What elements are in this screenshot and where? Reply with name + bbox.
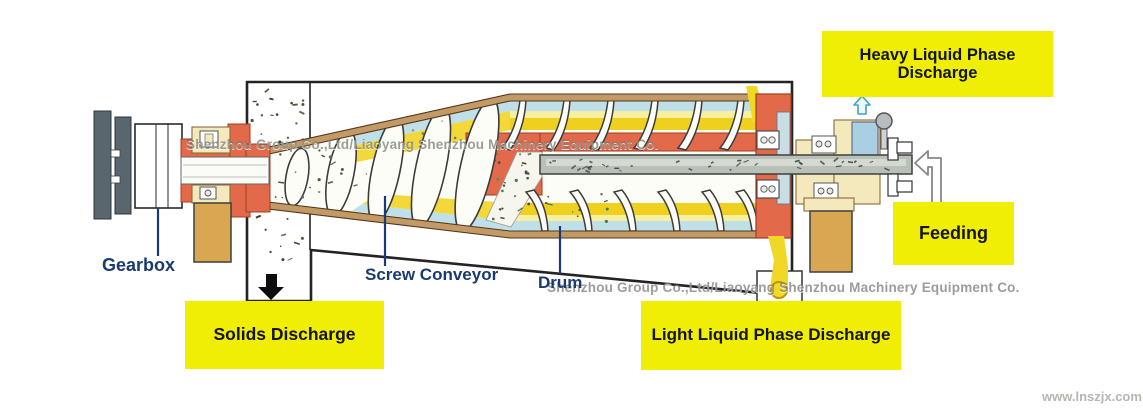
watermark-company-lower: Shenzhou Group Co.,Ltd/Liaoyang Shenzhou… <box>547 280 1020 295</box>
feed-tube-speckles <box>549 157 890 174</box>
vent-ball <box>875 112 893 150</box>
belt-pulley <box>93 110 132 220</box>
feeding-arrow <box>914 150 942 207</box>
cylinder-flights <box>500 101 758 231</box>
solids-down-arrow <box>258 274 284 300</box>
light-liquid-outlet <box>756 236 803 303</box>
callout-screw-conveyor: Screw Conveyor <box>365 265 499 284</box>
feed-flange <box>887 137 913 197</box>
up-arrow-icon <box>853 95 871 115</box>
watermark-company-upper: Shenzhou Group Co.,Ltd/Liaoyang Shenzhou… <box>186 137 659 152</box>
bearing-housing-right <box>795 119 881 273</box>
gearbox-unit <box>134 123 183 209</box>
label-feeding: Feeding <box>893 202 1014 265</box>
leader-lines <box>156 196 562 274</box>
watermark-website: www.lnszjx.com <box>1042 389 1142 404</box>
callout-drum: Drum <box>538 273 583 292</box>
label-solids-discharge: Solids Discharge <box>185 301 384 369</box>
feed-tube <box>539 154 913 175</box>
callout-gearbox: Gearbox <box>102 255 176 275</box>
left-bearing-pedestal <box>191 126 232 263</box>
label-light-liquid-phase-discharge: Light Liquid Phase Discharge <box>641 301 901 370</box>
label-heavy-liquid-phase-discharge: Heavy Liquid Phase Discharge <box>822 31 1053 97</box>
